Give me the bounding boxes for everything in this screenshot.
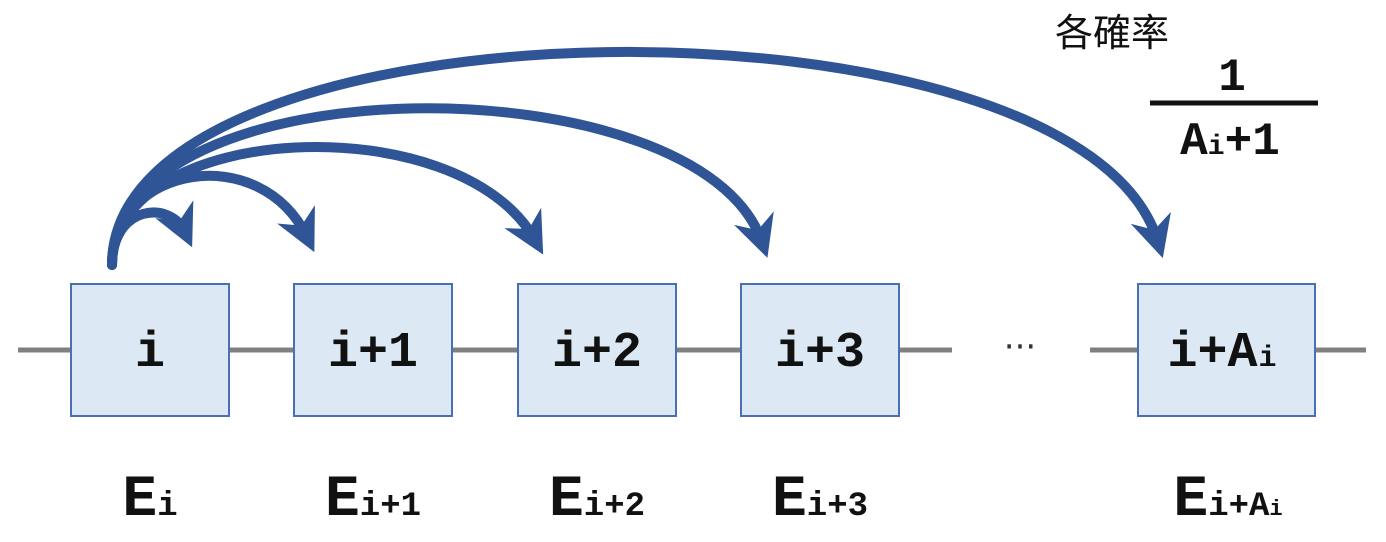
state-label-1: i+1 bbox=[328, 325, 418, 382]
state-box-1 bbox=[293, 283, 453, 417]
state-label-3: i+3 bbox=[775, 325, 865, 382]
transition-arrows bbox=[107, 46, 1171, 270]
probability-numerator: 1 bbox=[1218, 52, 1246, 104]
state-label-2: i+2 bbox=[552, 325, 642, 382]
state-box-3 bbox=[740, 283, 900, 417]
state-label-0: i bbox=[135, 325, 165, 382]
probability-label: 各確率 bbox=[1055, 11, 1169, 55]
expectation-label-2: Ei+2 bbox=[549, 468, 645, 533]
state-box-0 bbox=[70, 283, 230, 417]
state-box-2 bbox=[517, 283, 677, 417]
state-label-4: i+Ai bbox=[1167, 325, 1276, 382]
state-box-4 bbox=[1137, 283, 1316, 417]
expectation-label-3: Ei+3 bbox=[772, 468, 868, 533]
ellipsis: ··· bbox=[1004, 327, 1036, 367]
expectation-label-0: Ei bbox=[122, 468, 177, 533]
state-boxes bbox=[70, 283, 1316, 417]
expectation-label-4: Ei+Ai bbox=[1173, 468, 1282, 533]
arrow-to-i+Ai bbox=[107, 46, 1171, 270]
probability-denominator: Ai+1 bbox=[1180, 116, 1280, 168]
expectation-label-1: Ei+1 bbox=[325, 468, 421, 533]
